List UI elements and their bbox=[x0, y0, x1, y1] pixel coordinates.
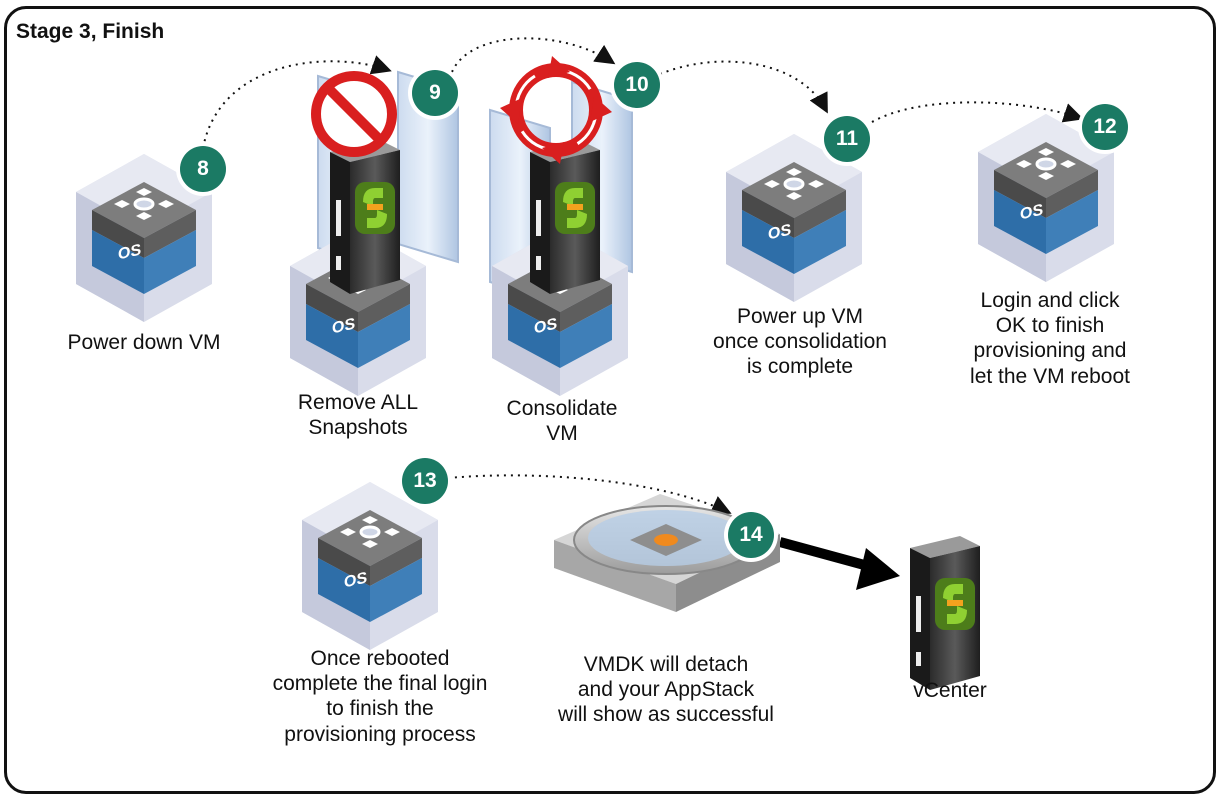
step-badge-14: 14 bbox=[728, 512, 774, 558]
connector-11-12 bbox=[871, 101, 1084, 123]
refresh-cycle-icon bbox=[500, 56, 612, 164]
caption-step9: Remove ALL Snapshots bbox=[297, 391, 419, 440]
caption-step8: Power down VM bbox=[67, 331, 221, 354]
connector-9-10 bbox=[451, 37, 616, 73]
vcenter-icon-step9 bbox=[330, 140, 400, 294]
diagram-title: Stage 3, Finish bbox=[16, 20, 165, 43]
caption-step12: Login and click OK to finish provisionin… bbox=[970, 289, 1130, 388]
step-badge-13: 13 bbox=[402, 458, 448, 504]
caption-step10: Consolidate VM bbox=[506, 397, 618, 446]
vcenter-icon-step10 bbox=[530, 140, 600, 294]
snapshot-removal-group bbox=[288, 71, 459, 398]
caption-step13: Once rebooted complete the final login t… bbox=[272, 647, 488, 746]
step-badge-12: 12 bbox=[1082, 104, 1128, 150]
caption-step14: VMDK will detach and your AppStack will … bbox=[558, 653, 774, 727]
step-badge-10: 10 bbox=[614, 62, 660, 108]
connector-13-14 bbox=[447, 474, 732, 515]
step-badge-11: 11 bbox=[824, 116, 870, 162]
connector-10-11 bbox=[659, 60, 828, 114]
arrow-to-vcenter bbox=[778, 537, 870, 571]
caption-step11: Power up VM once consolidation is comple… bbox=[713, 305, 887, 379]
vm-icon-step13 bbox=[300, 480, 440, 652]
vcenter-icon bbox=[910, 536, 980, 690]
prohibit-icon bbox=[311, 71, 397, 157]
caption-vcenter: vCenter bbox=[913, 679, 987, 702]
step-badge-8: 8 bbox=[180, 146, 226, 192]
consolidate-group bbox=[489, 56, 633, 398]
vmdk-disk-icon bbox=[554, 494, 780, 612]
step-badge-9: 9 bbox=[412, 70, 458, 116]
arrow-head-vcenter bbox=[856, 548, 900, 590]
